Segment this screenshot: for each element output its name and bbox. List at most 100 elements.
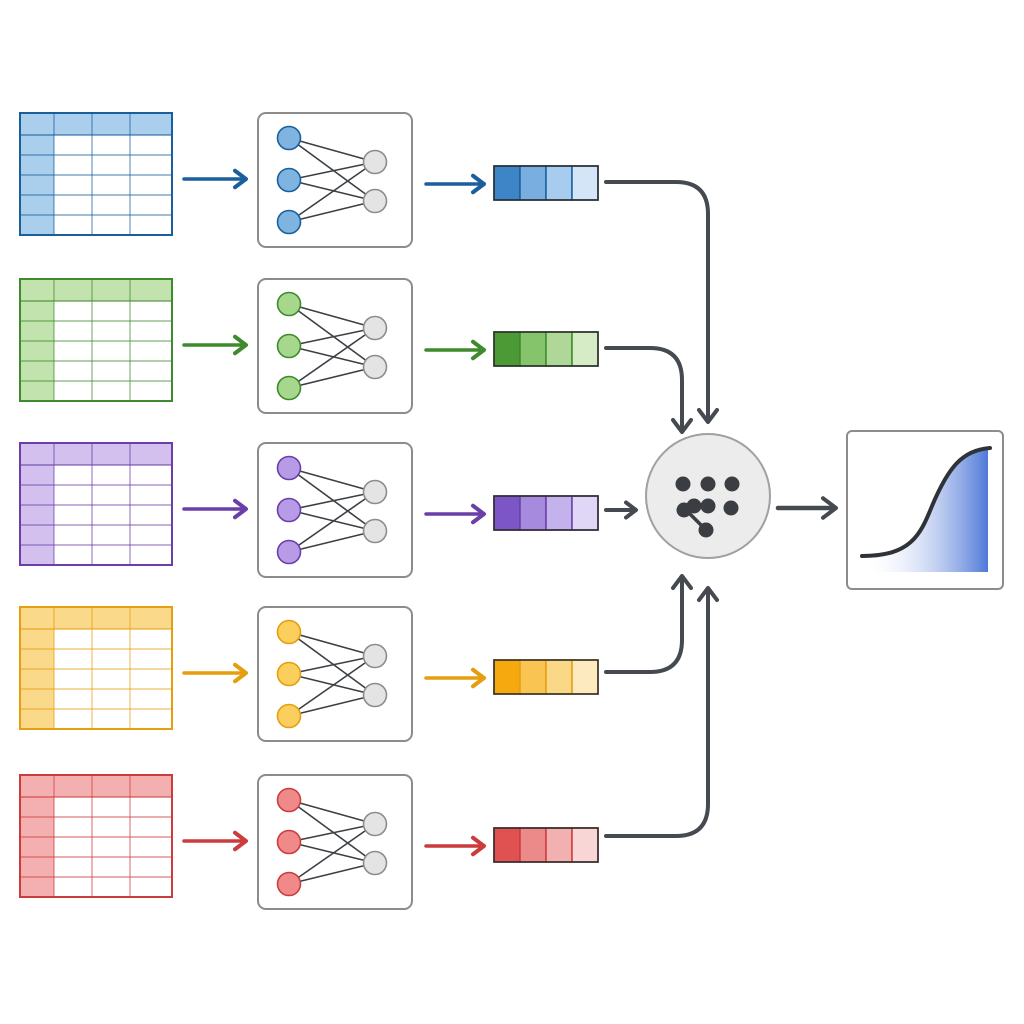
arrow-head-green — [233, 334, 248, 356]
table-index-column — [20, 775, 54, 897]
vector-cell — [493, 165, 521, 201]
table-icon-purple — [19, 442, 173, 566]
network-edge — [288, 200, 376, 223]
network-edge — [288, 841, 376, 864]
input-node — [276, 291, 302, 317]
table-icon-green — [19, 278, 173, 402]
table-index-column — [20, 607, 54, 729]
network-edge — [288, 303, 376, 329]
sigmoid-curve-icon — [860, 446, 992, 572]
vector-arrow-head-blue — [471, 173, 486, 195]
cluster-dot — [700, 498, 716, 514]
input-node — [276, 619, 302, 645]
network-edge — [288, 327, 376, 347]
table-header-band — [20, 113, 172, 135]
network-edge — [288, 137, 376, 163]
table-index-column — [20, 279, 54, 401]
vector-cell — [519, 827, 547, 863]
vector-arrow-head-red — [471, 835, 486, 857]
network-icon-red — [257, 774, 413, 910]
table-border — [19, 606, 173, 730]
vector-cell — [571, 165, 599, 201]
network-edge — [288, 327, 376, 389]
network-edge — [288, 491, 376, 511]
output-arrow-head — [821, 496, 838, 520]
connector-green — [604, 346, 684, 430]
input-node — [276, 661, 302, 687]
network-edge — [288, 862, 376, 885]
network-edge — [288, 467, 376, 532]
row-purple — [19, 442, 599, 578]
table-border — [19, 112, 173, 236]
vector-cell — [519, 165, 547, 201]
vector-cell — [493, 331, 521, 367]
vector-border — [493, 165, 599, 201]
network-edge — [288, 530, 376, 553]
vector-arrow-head-yellow — [471, 667, 486, 689]
connector-head-green — [671, 418, 693, 434]
vector-arrow-head-purple — [471, 503, 486, 525]
embedding-vector-blue — [493, 165, 599, 201]
hidden-node — [362, 850, 388, 876]
vector-border — [493, 827, 599, 863]
vector-cell — [519, 495, 547, 531]
network-icon-blue — [257, 112, 413, 248]
hidden-node — [362, 354, 388, 380]
input-node — [276, 167, 302, 193]
input-node — [276, 125, 302, 151]
vector-cell — [545, 495, 573, 531]
vector-border — [493, 331, 599, 367]
hidden-node — [362, 479, 388, 505]
input-node — [276, 539, 302, 565]
table-header-band — [20, 279, 172, 301]
network-edge — [288, 823, 376, 885]
network-icon-purple — [257, 442, 413, 578]
network-edge — [288, 655, 376, 675]
embedding-vector-yellow — [493, 659, 599, 695]
network-edge — [288, 161, 376, 181]
row-green — [19, 278, 599, 414]
network-edge — [288, 631, 376, 657]
input-node — [276, 375, 302, 401]
cluster-dot — [723, 500, 739, 516]
input-rows — [19, 112, 599, 910]
network-edge — [288, 303, 376, 368]
arrow-head-yellow — [233, 662, 248, 684]
cluster-dot — [700, 476, 716, 492]
vector-cell — [545, 827, 573, 863]
row-red — [19, 774, 599, 910]
arrow-head-blue — [233, 168, 248, 190]
cluster-dot — [698, 522, 714, 538]
fusion-hub — [645, 433, 771, 559]
input-node — [276, 209, 302, 235]
input-node — [276, 871, 302, 897]
hidden-node — [362, 188, 388, 214]
hidden-node — [362, 643, 388, 669]
hidden-node — [362, 149, 388, 175]
network-edge — [288, 467, 376, 493]
connector-yellow — [604, 578, 684, 674]
input-node — [276, 333, 302, 359]
network-edge — [288, 137, 376, 202]
input-node — [276, 787, 302, 813]
network-edge — [288, 366, 376, 389]
network-edge — [288, 673, 376, 696]
table-border — [19, 442, 173, 566]
vector-cell — [571, 659, 599, 695]
arrow-head-purple — [233, 498, 248, 520]
input-node — [276, 703, 302, 729]
input-node — [276, 497, 302, 523]
table-icon-red — [19, 774, 173, 898]
vector-cell — [545, 659, 573, 695]
table-icon-blue — [19, 112, 173, 236]
fusion-hub-circle — [645, 433, 771, 559]
connector-head-blue — [697, 408, 719, 424]
vector-cell — [519, 331, 547, 367]
vector-border — [493, 659, 599, 695]
network-edge — [288, 799, 376, 825]
embedding-vector-green — [493, 331, 599, 367]
network-edge — [288, 694, 376, 717]
connector-head-red — [697, 586, 719, 602]
network-edge — [288, 631, 376, 696]
